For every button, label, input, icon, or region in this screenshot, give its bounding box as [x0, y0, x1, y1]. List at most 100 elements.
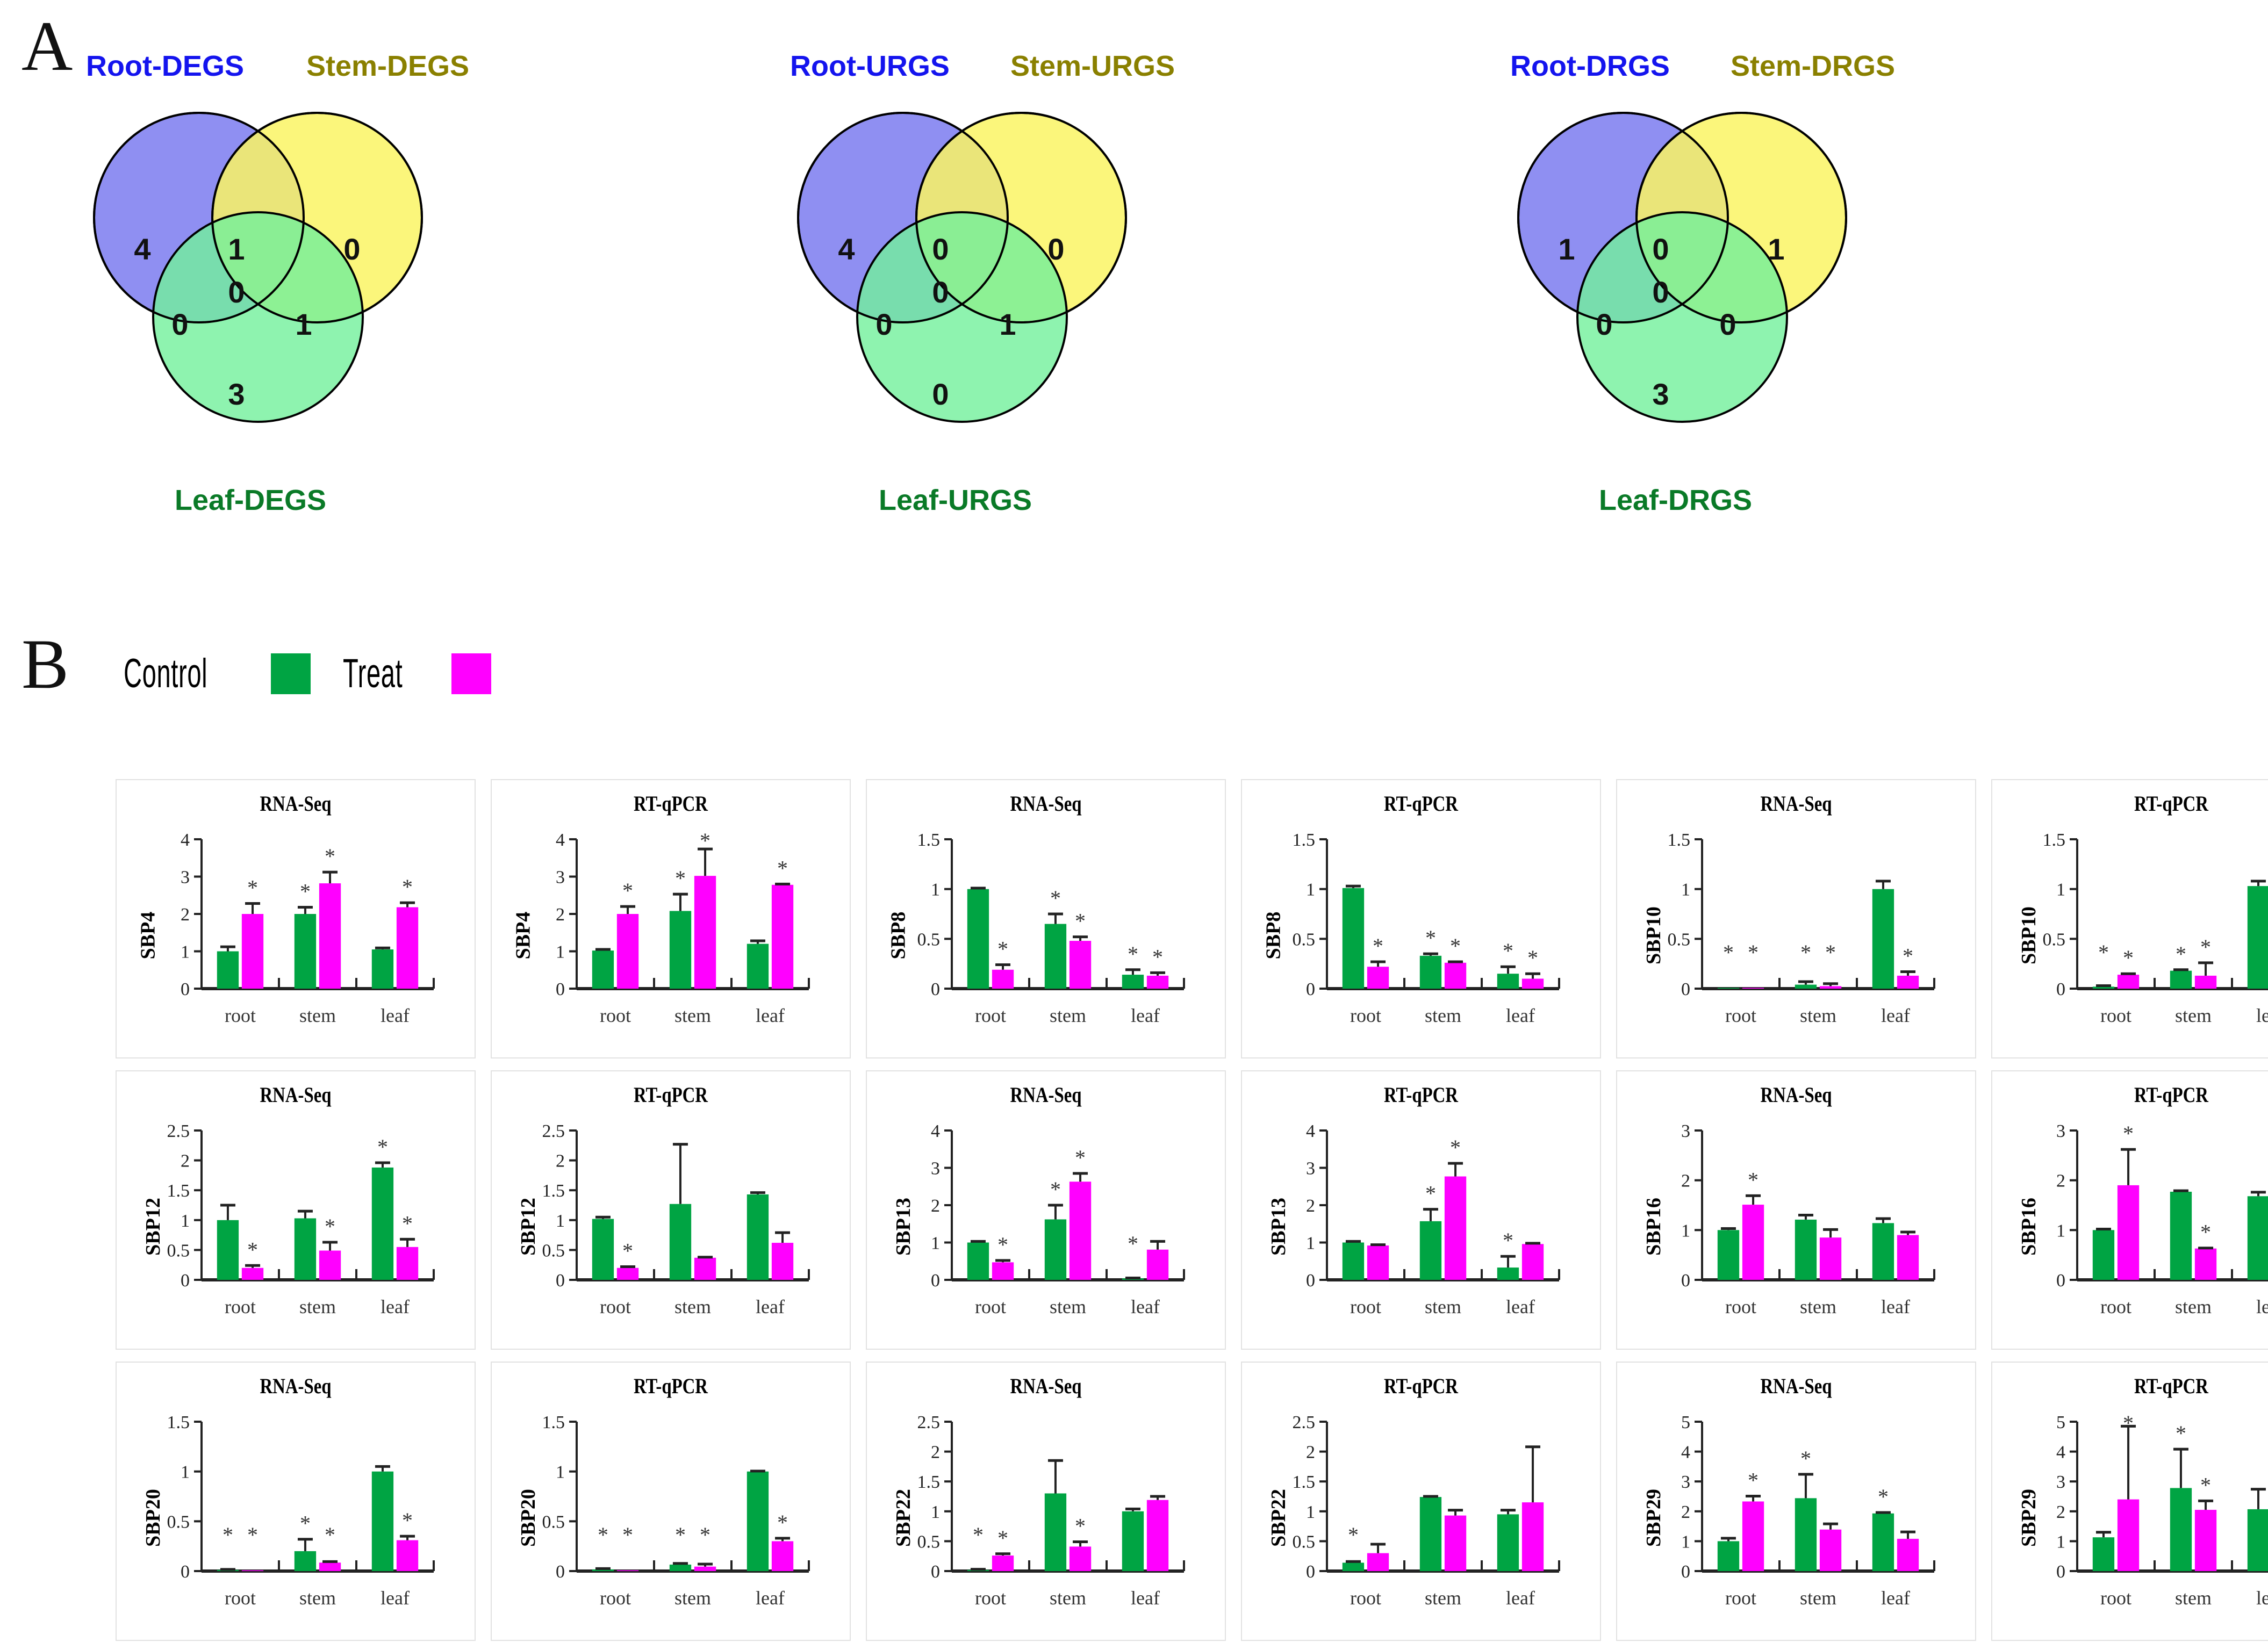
svg-text:*: *: [1748, 1168, 1759, 1192]
svg-text:2.5: 2.5: [1293, 1413, 1316, 1432]
svg-text:0.5: 0.5: [167, 1512, 190, 1532]
svg-text:0: 0: [2056, 1271, 2065, 1291]
svg-text:0: 0: [1681, 980, 1690, 999]
svg-text:*: *: [247, 1523, 258, 1547]
venn-title-root-urgs: Root-URGS: [790, 50, 950, 82]
venn-title-leaf-drgs: Leaf-DRGS: [1599, 484, 1753, 516]
svg-text:*: *: [2176, 942, 2186, 966]
svg-text:0: 0: [556, 980, 565, 999]
svg-text:stem: stem: [1425, 1005, 1461, 1026]
svg-text:4: 4: [2056, 1443, 2065, 1463]
venn-count-root_only-drgs: 1: [1558, 232, 1575, 266]
svg-text:0: 0: [1681, 1271, 1690, 1291]
svg-text:0: 0: [1306, 980, 1315, 999]
chart-title: RT-qPCR: [634, 1083, 708, 1107]
chart-title: RT-qPCR: [634, 791, 708, 816]
svg-text:2: 2: [2056, 1502, 2065, 1522]
svg-text:*: *: [2200, 1220, 2211, 1244]
svg-text:2: 2: [1306, 1196, 1315, 1216]
svg-text:root: root: [225, 1005, 256, 1026]
svg-text:root: root: [1350, 1296, 1381, 1317]
svg-text:4: 4: [1681, 1443, 1690, 1463]
chart-title: RT-qPCR: [1384, 1083, 1458, 1107]
svg-text:1: 1: [931, 880, 940, 900]
svg-text:2: 2: [931, 1443, 940, 1463]
chart-legend: Control Treat: [124, 650, 491, 697]
svg-text:0.5: 0.5: [1293, 1532, 1316, 1552]
svg-text:root: root: [1725, 1005, 1756, 1026]
svg-text:1: 1: [556, 942, 565, 962]
chart-title: RT-qPCR: [2134, 791, 2208, 816]
venn-count-root_only-degs: 4: [134, 232, 151, 266]
svg-text:1.5: 1.5: [542, 1181, 565, 1201]
svg-text:*: *: [1723, 940, 1734, 964]
svg-text:*: *: [402, 1508, 413, 1532]
chart-title: RNA-Seq: [260, 1083, 332, 1107]
svg-text:leaf: leaf: [2256, 1005, 2268, 1026]
svg-text:*: *: [675, 866, 686, 890]
svg-text:3: 3: [181, 868, 190, 888]
svg-text:1.5: 1.5: [917, 1472, 941, 1492]
venn-title-root-degs: Root-DEGS: [86, 50, 244, 82]
legend-swatch-control: [271, 653, 311, 694]
svg-text:*: *: [700, 829, 710, 853]
venn-count-root_leaf-degs: 0: [171, 307, 189, 341]
svg-text:0.5: 0.5: [1668, 930, 1691, 949]
venn-title-leaf-degs: Leaf-DEGS: [175, 484, 327, 516]
chart-title: RT-qPCR: [1384, 1374, 1458, 1398]
legend-item-treat: Treat: [343, 650, 491, 697]
svg-text:*: *: [1075, 1514, 1086, 1538]
chart-title: RT-qPCR: [634, 1374, 708, 1398]
svg-text:*: *: [402, 1211, 413, 1235]
svg-text:*: *: [997, 1526, 1008, 1550]
svg-text:leaf: leaf: [756, 1005, 785, 1026]
svg-text:0.5: 0.5: [2043, 930, 2066, 949]
svg-text:*: *: [1800, 940, 1811, 964]
svg-text:1.5: 1.5: [2043, 830, 2066, 850]
venn-count-root_stem-drgs: 0: [1652, 232, 1669, 266]
venn-circles-degs: [93, 112, 423, 423]
svg-text:4: 4: [556, 830, 565, 850]
svg-text:*: *: [402, 875, 413, 899]
svg-text:1.5: 1.5: [167, 1181, 190, 1201]
svg-text:*: *: [1348, 1523, 1359, 1547]
svg-text:stem: stem: [1800, 1296, 1836, 1317]
svg-text:1.5: 1.5: [542, 1413, 565, 1432]
svg-text:root: root: [975, 1296, 1006, 1317]
svg-text:1.5: 1.5: [167, 1413, 190, 1432]
svg-text:root: root: [225, 1296, 256, 1317]
svg-text:2: 2: [181, 1151, 190, 1171]
svg-text:0: 0: [931, 1271, 940, 1291]
svg-text:3: 3: [2056, 1121, 2065, 1141]
svg-text:0.5: 0.5: [917, 1532, 941, 1552]
svg-text:1.5: 1.5: [1293, 830, 1316, 850]
svg-text:*: *: [622, 1523, 633, 1547]
chart-title: RNA-Seq: [1010, 791, 1082, 816]
svg-text:stem: stem: [674, 1587, 711, 1609]
svg-text:leaf: leaf: [2256, 1296, 2268, 1317]
svg-text:0: 0: [2056, 1562, 2065, 1582]
svg-text:leaf: leaf: [1131, 1587, 1160, 1609]
svg-text:leaf: leaf: [1506, 1296, 1535, 1317]
svg-text:1: 1: [1681, 880, 1690, 900]
chart-title: RNA-Seq: [1760, 1374, 1832, 1398]
svg-text:leaf: leaf: [381, 1296, 410, 1317]
svg-text:root: root: [975, 1587, 1006, 1609]
svg-text:1: 1: [2056, 1221, 2065, 1241]
venn-count-root_leaf-drgs: 0: [1596, 307, 1613, 341]
svg-text:*: *: [1050, 886, 1061, 910]
svg-text:2: 2: [1681, 1171, 1690, 1191]
